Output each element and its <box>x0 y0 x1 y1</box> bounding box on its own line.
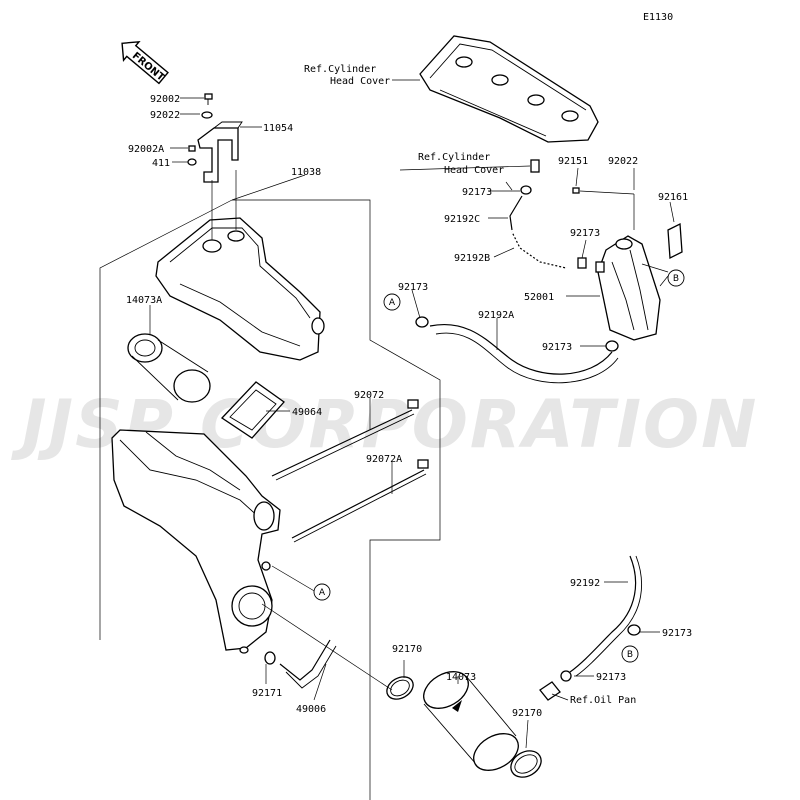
label-411: 411 <box>152 158 170 169</box>
label-92170-left: 92170 <box>392 644 422 655</box>
label-92072: 92072 <box>354 390 384 401</box>
bracket-11054-icon <box>197 121 243 183</box>
label-92170-right: 92170 <box>512 708 542 719</box>
label-92192: 92192 <box>570 578 600 589</box>
intake-duct-14073-icon <box>423 671 519 771</box>
ref-cyl-head-cover-1-line1: Ref.Cylinder <box>304 64 376 75</box>
callout-a-lower-label: A <box>319 588 326 598</box>
clip-92173-c-icon <box>520 185 532 195</box>
breather-hose-92192A-icon <box>415 316 619 384</box>
label-14073A: 14073A <box>126 295 162 306</box>
label-92173-e: 92173 <box>662 628 692 639</box>
callout-a-lower <box>313 583 331 601</box>
label-14073: 14073 <box>446 672 476 683</box>
ref-oil-pan: Ref.Oil Pan <box>570 695 636 706</box>
label-11038: 11038 <box>291 167 321 178</box>
callout-a-upper-label: A <box>389 298 396 308</box>
cylinder-head-cover-icon <box>419 35 599 143</box>
diagram-code: E1130 <box>643 12 673 23</box>
label-92151: 92151 <box>558 156 588 167</box>
gasket-49064-icon <box>220 381 285 439</box>
ref-cyl-head-cover-2-line1: Ref.Cylinder <box>418 152 490 163</box>
clip-92173-b-icon <box>577 257 587 269</box>
label-92173-d: 92173 <box>542 342 572 353</box>
label-92192A: 92192A <box>478 310 514 321</box>
label-49064: 49064 <box>292 407 322 418</box>
bolt-92002-icon <box>204 93 213 105</box>
front-arrow-icon: FRONT <box>121 40 169 85</box>
air-cleaner-housing-11038 <box>99 170 441 800</box>
cable-tie-92072A-icon <box>291 459 429 543</box>
drain-hose-49006-icon <box>264 639 337 689</box>
screw-92151-icon <box>572 187 580 194</box>
ref-cyl-head-cover-1-line2: Head Cover <box>330 76 390 87</box>
separator-52001-icon <box>595 235 661 341</box>
grommet-411-icon <box>187 158 197 166</box>
washer-92022-icon <box>201 111 213 119</box>
fitting-icon <box>530 159 540 173</box>
callout-b-upper-label: B <box>673 274 679 284</box>
callout-b-lower <box>621 645 639 663</box>
label-92173-a: 92173 <box>398 282 428 293</box>
cable-tie-92072-icon <box>271 399 419 481</box>
label-92192C: 92192C <box>444 214 480 225</box>
label-92022-right: 92022 <box>608 156 638 167</box>
air-filter-element-14073A <box>127 333 211 404</box>
label-52001: 52001 <box>524 292 554 303</box>
label-92192B: 92192B <box>454 253 490 264</box>
label-92173-f: 92173 <box>596 672 626 683</box>
bolt-92002A-icon <box>188 145 196 152</box>
label-11054: 11054 <box>263 123 293 134</box>
label-92173-c: 92173 <box>462 187 492 198</box>
breather-hose-92192-icon <box>539 555 642 701</box>
callout-b-upper <box>667 269 685 287</box>
callout-a-upper <box>383 293 401 311</box>
clamp-92170-right-icon <box>510 750 542 778</box>
label-92002: 92002 <box>150 94 180 105</box>
label-92072A: 92072A <box>366 454 402 465</box>
label-92171: 92171 <box>252 688 282 699</box>
label-92002A: 92002A <box>128 144 164 155</box>
callout-b-lower-label: B <box>627 650 633 660</box>
pad-92161-icon <box>667 222 683 260</box>
ref-cyl-head-cover-2-line2: Head Cover <box>444 165 504 176</box>
label-92022-left: 92022 <box>150 110 180 121</box>
breather-hose-92192C-icon <box>509 195 523 231</box>
label-49006: 49006 <box>296 704 326 715</box>
label-92173-b: 92173 <box>570 228 600 239</box>
clamp-92170-left-icon <box>386 676 414 700</box>
corrugated-hose-92192B-icon <box>510 231 567 270</box>
label-92161: 92161 <box>658 192 688 203</box>
